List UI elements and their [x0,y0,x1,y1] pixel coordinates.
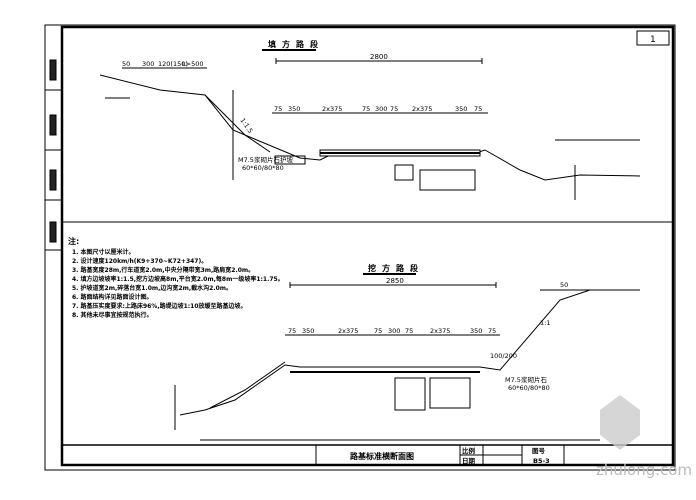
left-dim: 120(150) [158,60,188,68]
top-dim: 2x375 [412,105,432,113]
slope-label: 60*60/80*80 [242,164,284,172]
bottom-dim: 2x375 [430,327,450,335]
side-dim: 60*60/80*80 [508,384,550,392]
bottom-dim: 75 [405,327,413,335]
left-dim: 50 [122,60,130,68]
bottom-dim: 350 [470,327,482,335]
bottom-total-width: 2850 [386,277,404,285]
date-label: 日期 [462,456,476,465]
note-item: 5. 护坡道宽2m,碎落台宽1.0m,边沟宽2m,截水沟2.0m。 [72,284,232,292]
side-dim: 50 [560,281,568,289]
left-dim: L>500 [182,60,203,68]
note-item: 7. 路基压实度要求:上路床96%,路堤边坡1:10放缓至路基边坡。 [72,302,247,310]
top-dim: 300 [375,105,387,113]
bottom-dim: 75 [374,327,382,335]
top-total-width: 2800 [370,53,388,61]
outer-frame [44,24,676,471]
side-dim: 100/200 [490,352,517,360]
note-item: 2. 设计速度120km/h(K9+370~K72+347)。 [72,257,207,265]
scale-label: 比例 [462,446,476,455]
drawing-no: B5-3 [533,457,550,465]
note-item: 8. 其他未尽事宜按规范执行。 [72,311,153,319]
bottom-dims: 75 350 2x375 75 300 75 2x375 350 75 50 1… [288,281,568,392]
bottom-dim: 75 [488,327,496,335]
slope-label: 1:1.5 [238,117,254,135]
binding-strip [45,59,62,251]
notes: 注: 1. 本图尺寸以厘米计。 2. 设计速度120km/h(K9+370~K7… [68,236,284,319]
top-dim: 350 [288,105,300,113]
top-section [99,49,641,200]
note-item: 4. 填方边坡坡率1:1.5,挖方边坡高8m,平台宽2.0m,每8m一级坡率1:… [72,275,284,283]
notes-heading: 注: [68,236,79,246]
drawing-title: 路基标准横断面图 [350,451,414,461]
slope-label: M7.5浆砌片石护坡 [238,155,293,164]
bottom-dim: 75 [288,327,296,335]
top-dim: 2x375 [322,105,342,113]
bottom-dim: 2x375 [338,327,358,335]
watermark-logo [600,395,640,450]
bottom-section-title: 挖方路段 [368,263,424,273]
inner-frame [60,25,675,467]
top-dim: 350 [455,105,467,113]
bottom-section [174,273,640,441]
drawing-no-label: 图号 [532,446,546,455]
page-mark-box [636,30,670,46]
note-item: 3. 路基宽度28m,行车道宽2.0m,中央分隔带宽3m,路肩宽2.0m。 [72,266,254,274]
top-dim: 75 [474,105,482,113]
note-item: 6. 路面结构详见路面设计图。 [72,293,153,301]
top-dim: 75 [362,105,370,113]
title-block [62,444,673,465]
top-section-title: 填方路段 [268,39,324,49]
watermark: zhulong.com [596,461,692,479]
top-dim: 75 [274,105,282,113]
page-mark: 1 [650,35,656,45]
side-dim: M7.5浆砌片石 [505,375,547,384]
top-dim: 75 [390,105,398,113]
bottom-dim: 350 [302,327,314,335]
side-dim: 1:1 [540,319,550,327]
bottom-dim: 300 [388,327,400,335]
left-dim: 300 [142,60,154,68]
note-item: 1. 本图尺寸以厘米计。 [72,248,135,256]
